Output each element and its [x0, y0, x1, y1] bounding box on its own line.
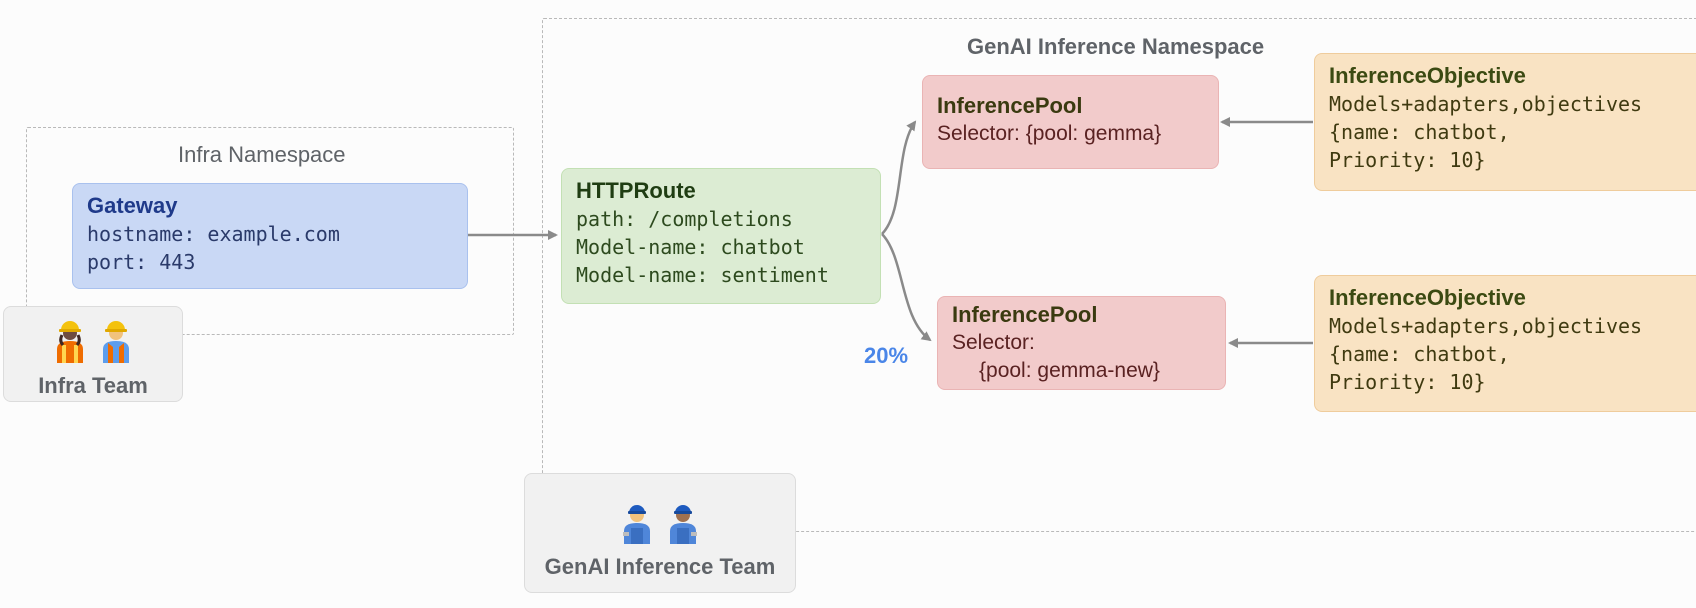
objective1-line2: {name: chatbot,: [1329, 120, 1510, 144]
genai-team-people: [525, 502, 795, 544]
genai-namespace: [542, 18, 1696, 532]
objective2-line1: Models+adapters,objectives: [1329, 314, 1643, 338]
construction-worker-icon: [103, 321, 129, 363]
genai-team-label: GenAI Inference Team: [544, 554, 776, 579]
httproute-box: HTTPRoute path: /completions Model-name:…: [561, 168, 881, 304]
objective1-line3: Priority: 10}: [1329, 148, 1486, 172]
inference-pool-gemma-new: InferencePool Selector: {pool: gemma-new…: [937, 296, 1226, 390]
httproute-path: path: /completions: [576, 207, 793, 231]
objective1-title: InferenceObjective: [1329, 63, 1526, 88]
gateway-box: Gateway hostname: example.com port: 443: [72, 183, 468, 289]
objective1-line1: Models+adapters,objectives: [1329, 92, 1643, 116]
inference-objective-1: InferenceObjective Models+adapters,objec…: [1314, 53, 1696, 191]
gateway-title: Gateway: [87, 193, 178, 218]
genai-namespace-title: GenAI Inference Namespace: [967, 34, 1265, 59]
arrow-httproute-to-pool1: [881, 120, 917, 235]
construction-worker-icon: [57, 321, 83, 363]
traffic-split-percent: 20%: [864, 343, 909, 368]
httproute-model-chatbot: Model-name: chatbot: [576, 235, 805, 259]
inference-pool-gemma: InferencePool Selector: {pool: gemma}: [922, 75, 1219, 169]
inference-objective-2: InferenceObjective Models+adapters,objec…: [1314, 275, 1696, 412]
gateway-port: port: 443: [87, 250, 196, 274]
genai-team-card: GenAI Inference Team: [524, 473, 796, 593]
httproute-title: HTTPRoute: [576, 178, 696, 203]
pool1-title: InferencePool: [937, 93, 1083, 118]
pool2-selector-value: {pool: gemma-new}: [979, 359, 1160, 382]
arrow-httproute-to-pool2: [881, 233, 932, 342]
objective2-title: InferenceObjective: [1329, 285, 1526, 310]
pool2-selector-label: Selector:: [952, 331, 1035, 354]
httproute-model-sentiment: Model-name: sentiment: [576, 263, 829, 287]
mechanic-icon: [623, 505, 650, 544]
objective2-line3: Priority: 10}: [1329, 370, 1486, 394]
infra-team-card: Infra Team: [3, 306, 183, 402]
infra-team-people: [4, 321, 182, 363]
pool2-title: InferencePool: [952, 302, 1098, 327]
objective2-line2: {name: chatbot,: [1329, 342, 1510, 366]
mechanic-icon: [670, 505, 697, 544]
gateway-hostname: hostname: example.com: [87, 222, 340, 246]
pool1-selector: Selector: {pool: gemma}: [937, 122, 1162, 145]
infra-namespace: [26, 127, 514, 335]
infra-namespace-title: Infra Namespace: [178, 142, 346, 167]
infra-team-label: Infra Team: [38, 373, 148, 398]
